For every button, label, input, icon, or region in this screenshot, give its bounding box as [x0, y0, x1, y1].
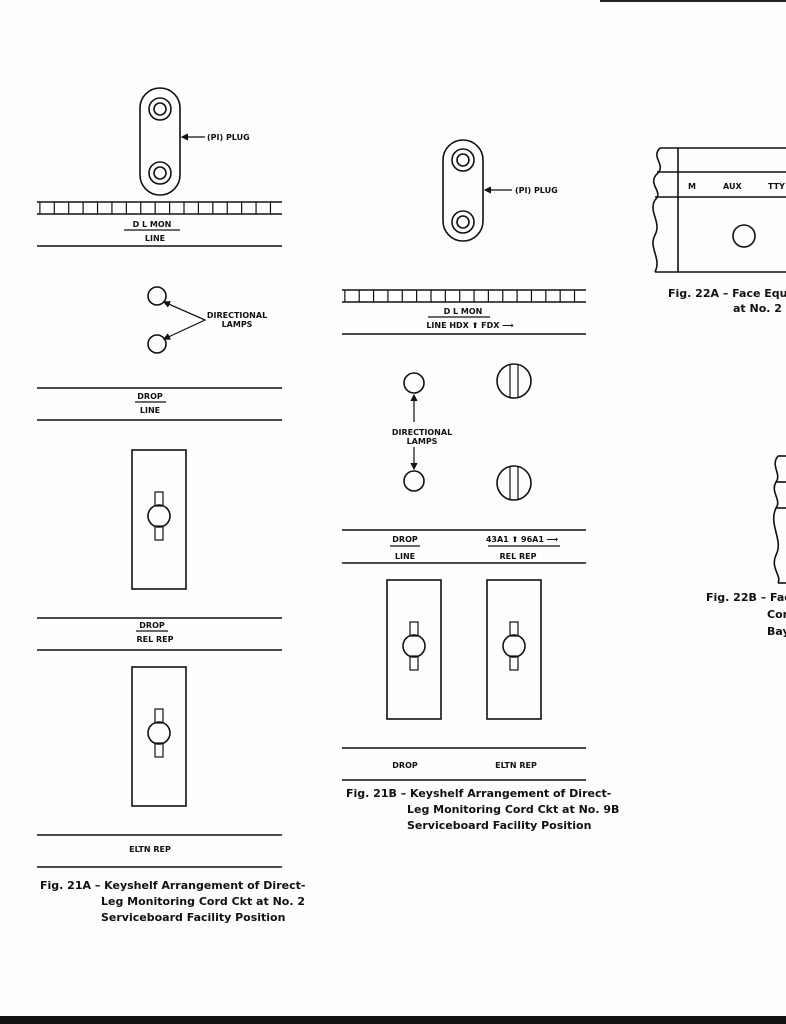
rel-rep-label: REL REP [500, 552, 537, 561]
rel-rep-label: REL REP [137, 635, 174, 644]
lamp-icon [147, 334, 167, 354]
fig-22b: Fig. 22B – Fac Cor Bay [706, 455, 786, 638]
plug-label: (PI) PLUG [207, 133, 250, 142]
lamps-label: LAMPS [222, 320, 253, 329]
caption: Cor [767, 608, 786, 621]
drop-label: DROP [392, 535, 418, 544]
plug-label: (PI) PLUG [515, 186, 558, 195]
relay-label: 43A1 ⬆ 96A1 ⟶ [486, 535, 559, 544]
eltn-rep-label: ELTN REP [495, 761, 537, 770]
line-label: LINE [145, 234, 165, 243]
lamps-label: LAMPS [407, 437, 438, 446]
key [131, 666, 187, 807]
screw-icon [496, 465, 532, 501]
lamps-label: DIRECTIONAL [392, 428, 452, 437]
caption: Fig. 22A – Face Equi [668, 287, 786, 300]
key-lever-icon [502, 634, 526, 658]
drop-label: DROP [139, 621, 165, 630]
caption: Serviceboard Facility Position [407, 819, 591, 832]
lamp-icon [403, 470, 425, 492]
plug-outline [139, 87, 181, 196]
fig-21b: (PI) PLUG D L MON LINE HDX ⬆ FDX ⟶ DIREC… [342, 139, 619, 832]
key-strip [37, 201, 282, 215]
line-label: LINE HDX ⬆ FDX ⟶ [426, 321, 514, 330]
fig-22a: M AUX TTY Fig. 22A – Face Equi at No. 2 [652, 147, 786, 315]
drop-label: DROP [392, 761, 418, 770]
caption: at No. 2 [733, 302, 782, 315]
line-label: LINE [140, 406, 160, 415]
key-lever-icon [402, 634, 426, 658]
fig-21a: (PI) PLUG D L MON LINE DIRECTIONAL LAMPS… [37, 87, 305, 924]
lamp-icon [403, 372, 425, 394]
screw-icon [496, 363, 532, 399]
lamp-icon [732, 224, 756, 248]
caption: Bay [767, 625, 786, 638]
plug-outline [442, 139, 484, 242]
mon-label: D L MON [444, 307, 483, 316]
panel-label: AUX [723, 182, 742, 191]
key-lever-icon [147, 721, 171, 745]
line-label: LINE [395, 552, 415, 561]
caption: Leg Monitoring Cord Ckt at No. 9B [407, 803, 619, 816]
scan-bottom-band [0, 1016, 786, 1024]
eltn-rep-label: ELTN REP [129, 845, 171, 854]
key [486, 579, 542, 720]
drop-label: DROP [137, 392, 163, 401]
panel-label: TTY [768, 182, 785, 191]
caption: Fig. 21A – Keyshelf Arrangement of Direc… [40, 879, 305, 892]
caption: Fig. 22B – Fac [706, 591, 786, 604]
key-strip [342, 289, 586, 303]
lamps-label: DIRECTIONAL [207, 311, 267, 320]
lamp-icon [147, 286, 167, 306]
key-lever-icon [147, 504, 171, 528]
key [131, 449, 187, 590]
caption: Fig. 21B – Keyshelf Arrangement of Direc… [346, 787, 611, 800]
mon-label: D L MON [133, 220, 172, 229]
panel-label: M [688, 182, 696, 191]
caption: Serviceboard Facility Position [101, 911, 285, 924]
caption: Leg Monitoring Cord Ckt at No. 2 [101, 895, 305, 908]
key [386, 579, 442, 720]
